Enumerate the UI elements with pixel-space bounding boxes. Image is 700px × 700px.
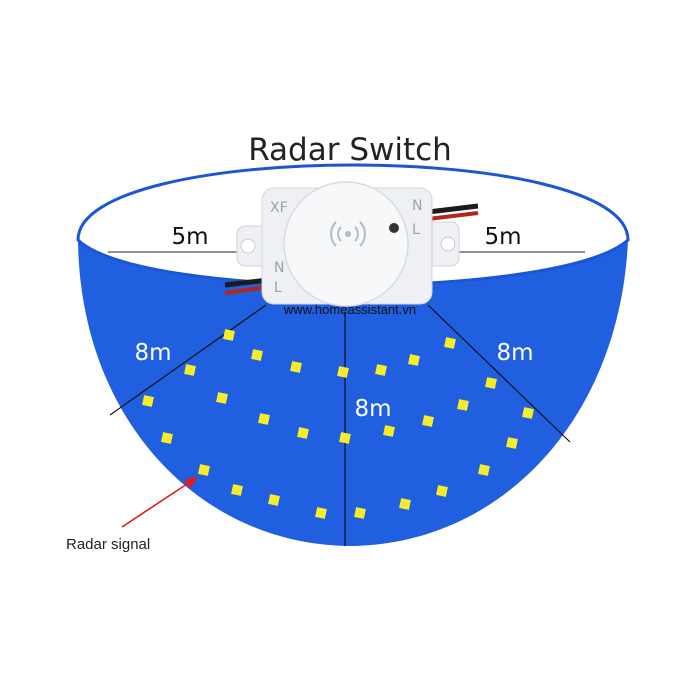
radar-signal-dot <box>268 494 280 506</box>
radar-wave-icon <box>330 221 366 247</box>
radar-signal-dot <box>198 464 210 476</box>
device-label-xf: XF <box>270 200 288 216</box>
device-label-n-left: N <box>274 260 284 276</box>
center-range-label: 8m <box>354 396 391 422</box>
right-distance-label: 5m <box>484 224 521 250</box>
radar-signal-dot <box>258 413 270 425</box>
radar-signal-label: Radar signal <box>66 536 150 553</box>
radar-signal-dot <box>231 484 243 496</box>
radar-signal-dot <box>375 364 387 376</box>
left-range-label: 8m <box>134 340 171 366</box>
radar-signal-dot <box>339 432 351 444</box>
radar-signal-dot <box>297 427 309 439</box>
sensor-dome <box>283 181 409 307</box>
radar-signal-dot <box>522 407 534 419</box>
left-range-line <box>109 304 267 416</box>
radar-signal-dot <box>436 485 448 497</box>
radar-signal-dot <box>315 507 327 519</box>
diagram-title: Radar Switch <box>248 132 452 168</box>
radar-signal-dot <box>485 377 497 389</box>
watermark-text: www.homeassistant.vn <box>283 302 416 317</box>
radar-switch-device: XF N L N L <box>236 181 460 307</box>
radar-signal-dot <box>408 354 420 366</box>
radar-signal-arrow <box>121 476 198 528</box>
right-range-label: 8m <box>496 340 533 366</box>
right-range-line <box>427 304 571 443</box>
radar-signal-dot <box>506 437 518 449</box>
radar-signal-dot <box>251 349 263 361</box>
radar-signal-dot <box>383 425 395 437</box>
radar-signal-dot <box>457 399 469 411</box>
radar-signal-dot <box>161 432 173 444</box>
left-distance-label: 5m <box>171 224 208 250</box>
device-label-l-right: L <box>412 222 420 238</box>
radar-signal-dot <box>354 507 366 519</box>
radar-signal-dot <box>184 364 196 376</box>
radar-signal-dot <box>290 361 302 373</box>
indicator-led <box>389 223 399 233</box>
radar-signal-dot <box>478 464 490 476</box>
radar-signal-dots <box>142 329 534 519</box>
radar-signal-dot <box>216 392 228 404</box>
radar-signal-dot <box>399 498 411 510</box>
radar-signal-dot <box>422 415 434 427</box>
radar-signal-dot <box>142 395 154 407</box>
radar-signal-dot <box>337 366 349 378</box>
detection-zone-bowl <box>78 240 628 546</box>
device-label-l-left: L <box>274 280 282 296</box>
device-label-n-right: N <box>412 198 422 214</box>
device-wires <box>224 203 479 295</box>
radar-signal-dot <box>223 329 235 341</box>
radar-signal-dot <box>444 337 456 349</box>
